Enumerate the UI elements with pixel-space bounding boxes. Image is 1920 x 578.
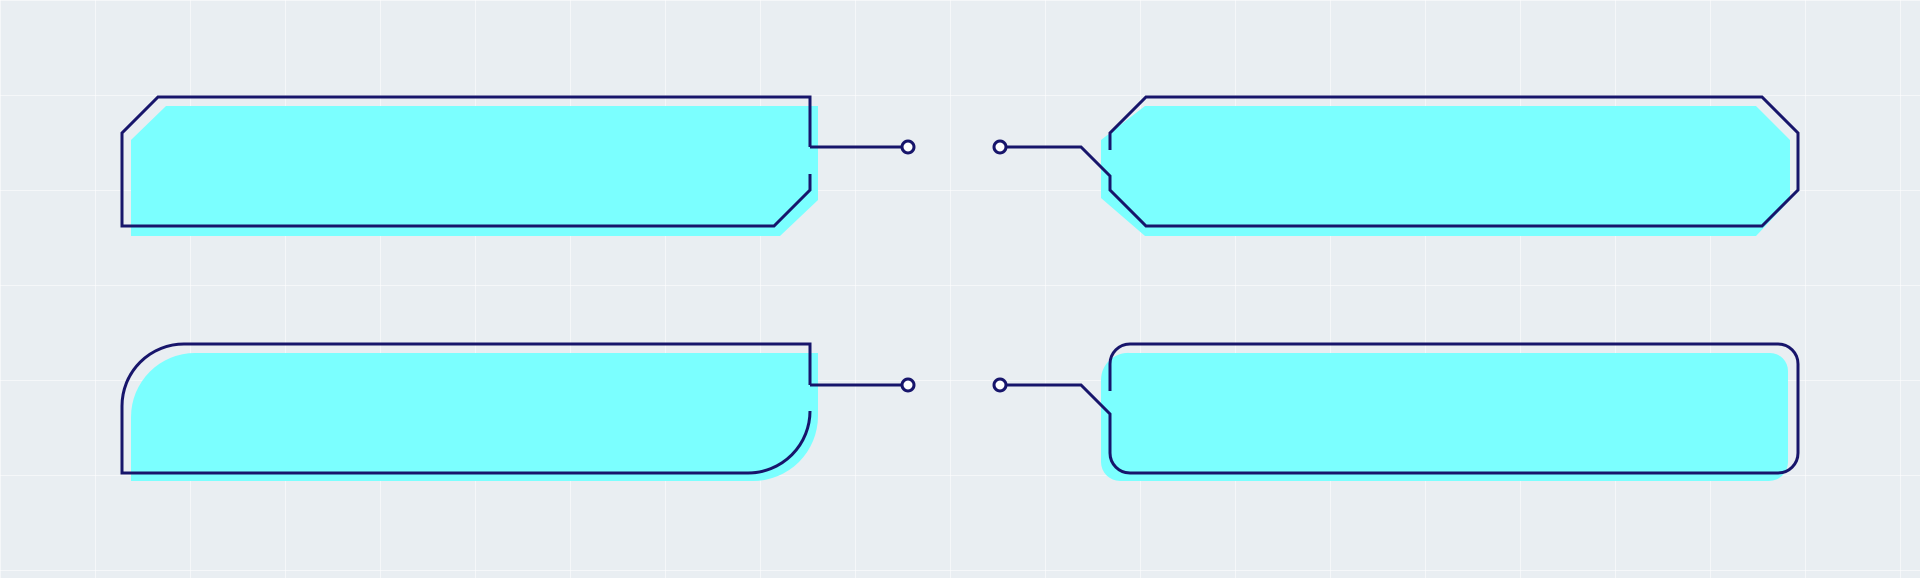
frame-bottom-right-outline	[1006, 342, 1800, 475]
frame-top-left-connector-dot	[900, 139, 916, 155]
frame-bottom-left-fill	[131, 353, 818, 481]
frame-bottom-left-connector-dot	[900, 377, 916, 393]
frame-top-right-fill	[1101, 106, 1790, 236]
frame-top-left-fill	[131, 106, 818, 236]
frame-bottom-right-fill	[1100, 352, 1788, 481]
frame-bottom-left	[120, 342, 916, 481]
frame-bottom-right	[992, 342, 1800, 481]
frame-top-right-connector-dot	[992, 139, 1008, 155]
frame-top-left-outline	[120, 95, 812, 228]
frame-bottom-left-outline	[120, 342, 812, 475]
frame-top-right-outline	[1006, 95, 1800, 228]
frame-bottom-right-connector-dot	[992, 377, 1008, 393]
frame-top-right	[992, 95, 1800, 236]
frame-top-left	[120, 95, 916, 236]
